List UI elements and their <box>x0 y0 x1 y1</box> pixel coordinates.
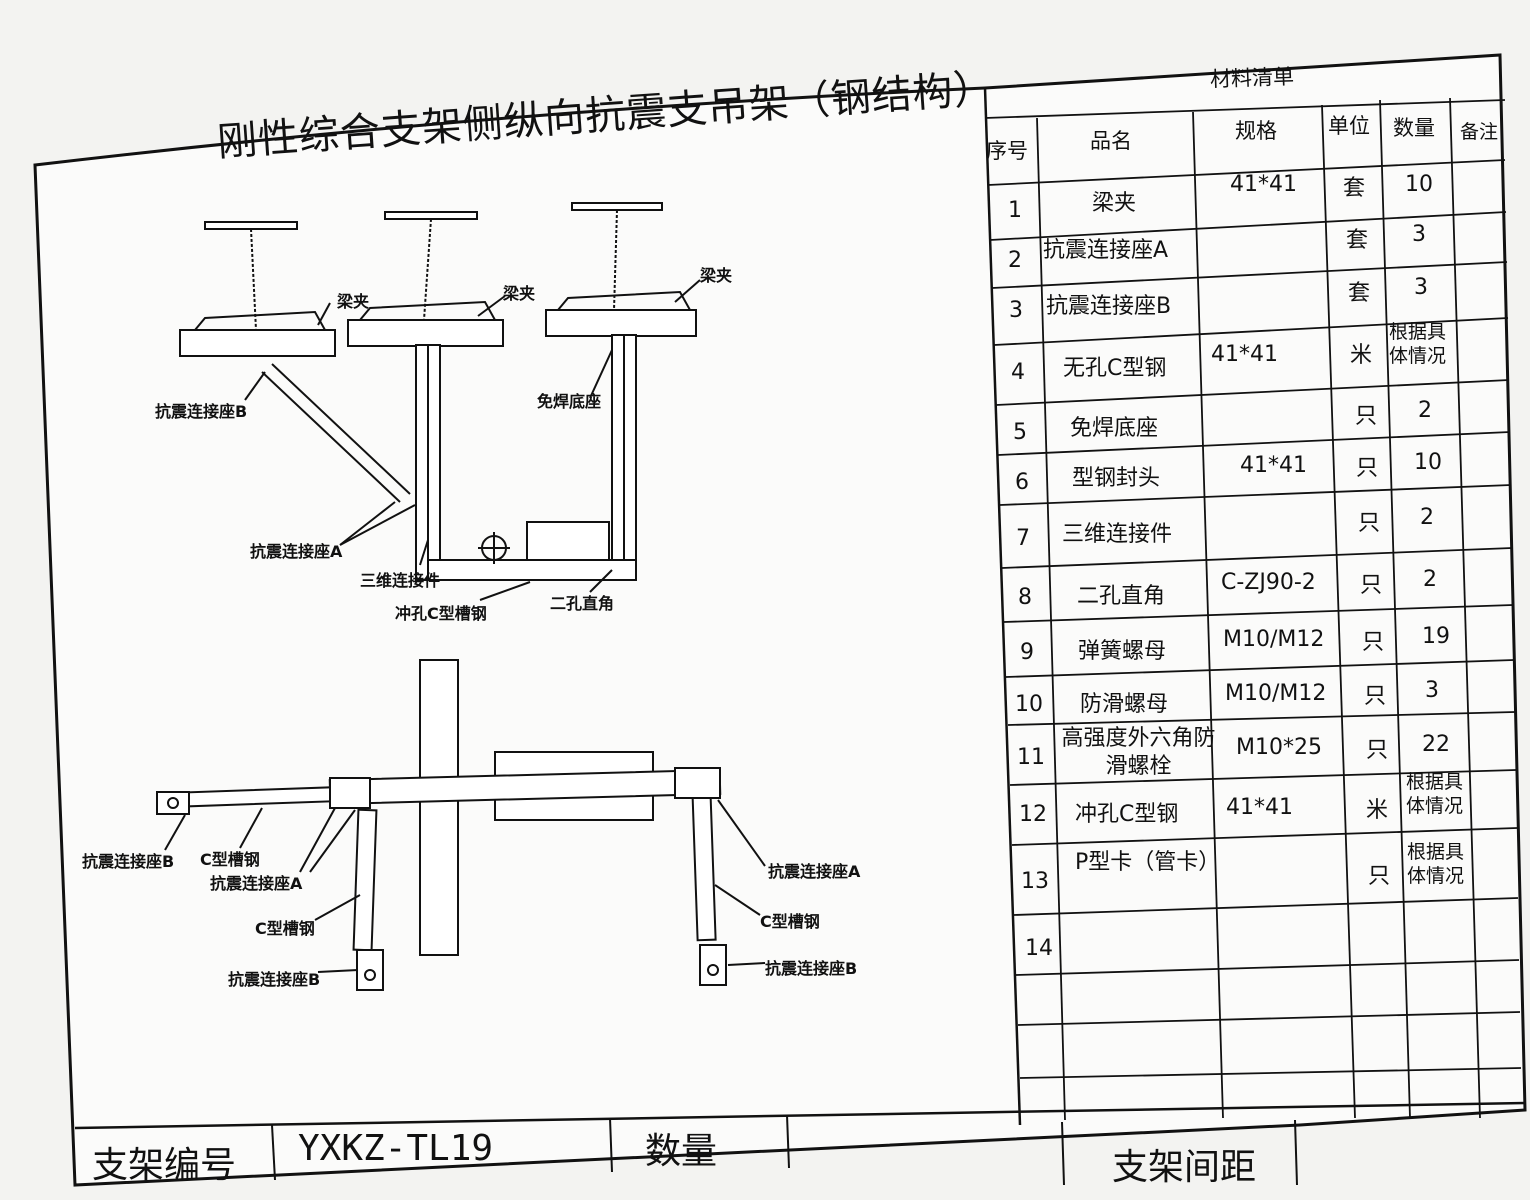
plan-drawing <box>156 659 766 991</box>
header-spec: 规格 <box>1235 119 1277 143</box>
row-1-no: 1 <box>1008 198 1022 223</box>
row-3-no: 3 <box>1009 298 1023 323</box>
row-4-no: 4 <box>1011 360 1025 385</box>
label-beam-clamp-3: 梁夹 <box>700 266 733 285</box>
row-8-qty: 2 <box>1423 567 1437 592</box>
row-10-no: 10 <box>1015 692 1043 717</box>
row-4-name: 无孔C型钢 <box>1063 356 1167 381</box>
material-table-title: 材料清单 <box>1209 64 1295 92</box>
row-3-qty: 3 <box>1414 275 1428 300</box>
row-13-unit: 只 <box>1368 864 1391 889</box>
row-10-spec: M10/M12 <box>1225 681 1327 706</box>
label-3d-connector: 三维连接件 <box>360 571 441 590</box>
row-11-unit: 只 <box>1366 738 1389 763</box>
row-4-unit: 米 <box>1350 343 1373 368</box>
row-2-unit: 套 <box>1346 228 1369 253</box>
footer-id-value: YXKZ-TL19 <box>298 1128 494 1169</box>
label-beam-clamp-2: 梁夹 <box>503 284 536 303</box>
row-8-name: 二孔直角 <box>1077 584 1166 609</box>
row-2-qty: 3 <box>1412 222 1426 247</box>
row-7-name: 三维连接件 <box>1062 522 1173 547</box>
row-4-qty: 根据具体情况 <box>1389 321 1447 367</box>
row-8-spec: C-ZJ90-2 <box>1221 570 1316 595</box>
row-6-qty: 10 <box>1414 450 1442 475</box>
row-14-no: 14 <box>1025 936 1053 961</box>
label-plan-channel-mid: C型槽钢 <box>255 919 315 938</box>
label-plan-seat-a-right: 抗震连接座A <box>768 862 861 881</box>
header-unit: 单位 <box>1328 114 1370 138</box>
row-12-name: 冲孔C型钢 <box>1075 802 1179 827</box>
label-punched-channel: 冲孔C型槽钢 <box>395 604 487 623</box>
row-11-name: 高强度外六角防滑螺栓 <box>1061 726 1216 779</box>
label-plan-seat-a-left: 抗震连接座A <box>210 874 303 893</box>
label-plan-channel-right: C型槽钢 <box>760 912 820 931</box>
row-11-no: 11 <box>1017 745 1045 770</box>
row-5-name: 免焊底座 <box>1070 416 1159 441</box>
row-7-unit: 只 <box>1358 511 1381 536</box>
row-9-spec: M10/M12 <box>1223 627 1325 652</box>
header-no: 序号 <box>986 139 1028 163</box>
label-plan-seat-b-left: 抗震连接座B <box>82 852 175 871</box>
row-5-qty: 2 <box>1418 398 1432 423</box>
row-10-qty: 3 <box>1425 678 1439 703</box>
row-13-qty: 根据具体情况 <box>1407 841 1465 887</box>
row-6-no: 6 <box>1015 470 1029 495</box>
row-4-spec: 41*41 <box>1211 342 1278 367</box>
row-10-name: 防滑螺母 <box>1080 692 1169 717</box>
row-2-no: 2 <box>1008 248 1022 273</box>
header-qty: 数量 <box>1393 116 1435 140</box>
footer-spacing-label: 支架间距 <box>1112 1147 1257 1188</box>
row-6-unit: 只 <box>1356 456 1379 481</box>
row-5-no: 5 <box>1013 420 1027 445</box>
row-1-qty: 10 <box>1405 172 1433 197</box>
footer-top-border <box>74 1101 1526 1130</box>
row-1-spec: 41*41 <box>1230 172 1297 197</box>
row-7-qty: 2 <box>1420 505 1434 530</box>
label-weld-free-base: 免焊底座 <box>537 392 602 411</box>
row-1-unit: 套 <box>1343 176 1366 201</box>
label-beam-clamp-1: 梁夹 <box>337 292 370 311</box>
row-11-spec: M10*25 <box>1236 735 1322 760</box>
header-name: 品名 <box>1090 129 1132 153</box>
label-two-hole-angle: 二孔直角 <box>550 594 615 613</box>
label-seat-a: 抗震连接座A <box>250 542 343 561</box>
row-5-unit: 只 <box>1355 404 1378 429</box>
row-12-spec: 41*41 <box>1226 795 1293 820</box>
row-6-name: 型钢封头 <box>1072 466 1161 491</box>
label-seat-b: 抗震连接座B <box>155 402 248 421</box>
label-plan-seat-b-right: 抗震连接座B <box>765 959 858 978</box>
material-table-grid <box>984 97 1522 1121</box>
header-note: 备注 <box>1460 121 1499 143</box>
footer-id-label: 支架编号 <box>92 1145 237 1186</box>
row-11-qty: 22 <box>1422 732 1450 757</box>
row-13-name: P型卡（管卡） <box>1075 850 1221 875</box>
row-9-name: 弹簧螺母 <box>1078 639 1167 664</box>
row-2-name: 抗震连接座A <box>1043 238 1169 263</box>
row-1-name: 梁夹 <box>1092 191 1137 216</box>
table-left-border <box>983 87 1022 1126</box>
row-12-qty: 根据具体情况 <box>1406 771 1464 817</box>
row-3-name: 抗震连接座B <box>1046 294 1172 319</box>
row-12-unit: 米 <box>1366 798 1389 823</box>
row-12-no: 12 <box>1019 802 1047 827</box>
row-9-qty: 19 <box>1422 624 1450 649</box>
label-plan-channel-left: C型槽钢 <box>200 850 260 869</box>
row-9-unit: 只 <box>1362 630 1385 655</box>
row-3-unit: 套 <box>1348 281 1371 306</box>
row-8-unit: 只 <box>1360 573 1383 598</box>
row-6-spec: 41*41 <box>1240 453 1307 478</box>
row-13-no: 13 <box>1021 869 1049 894</box>
row-7-no: 7 <box>1016 526 1030 551</box>
footer-qty-label: 数量 <box>645 1131 718 1172</box>
label-plan-seat-b-mid: 抗震连接座B <box>228 970 321 989</box>
row-9-no: 9 <box>1020 640 1034 665</box>
row-10-unit: 只 <box>1364 684 1387 709</box>
row-8-no: 8 <box>1018 585 1032 610</box>
elevation-drawing <box>179 202 701 601</box>
